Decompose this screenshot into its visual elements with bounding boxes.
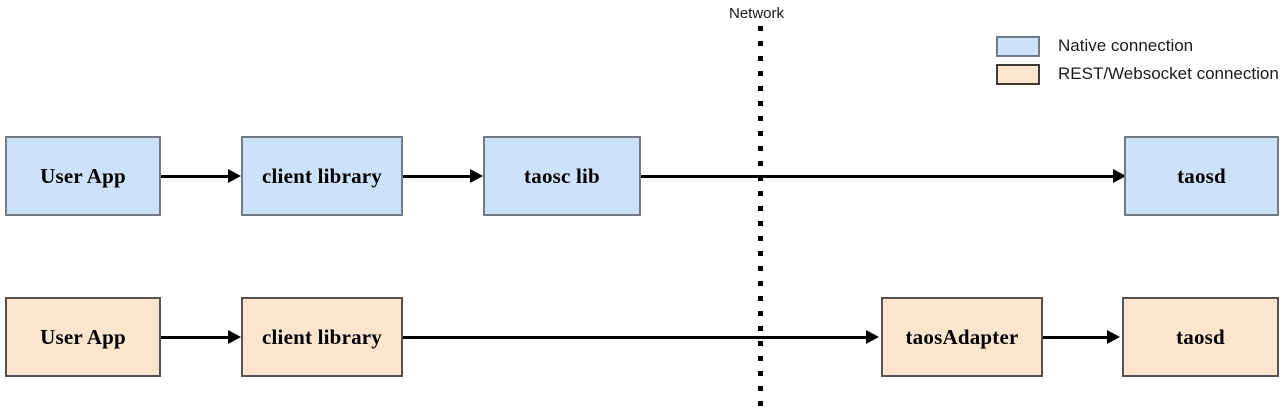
node-rest-user-app[interactable]: User App <box>5 297 161 377</box>
legend-swatch-native-icon <box>996 35 1040 57</box>
node-label: taosAdapter <box>905 324 1019 349</box>
arrowhead-icon <box>1113 169 1126 183</box>
connector-rest-clientlibrary-to-taosadapter <box>403 336 870 339</box>
legend-label-native: Native connection <box>1058 36 1194 55</box>
legend-swatch-rest-icon <box>996 63 1040 85</box>
node-label: client library <box>261 163 383 188</box>
arrowhead-icon <box>228 169 241 183</box>
node-label: client library <box>261 324 383 349</box>
connector-native-taosc-to-taosd <box>641 175 1119 178</box>
legend-item-rest: REST/Websocket connection <box>996 60 1279 88</box>
arrowhead-icon <box>866 330 879 344</box>
legend: Native connection REST/Websocket connect… <box>996 32 1279 88</box>
node-native-taosc-lib[interactable]: taosc lib <box>483 136 641 216</box>
node-native-taosd[interactable]: taosd <box>1124 136 1279 216</box>
node-label: taosd <box>1177 163 1226 188</box>
node-label: taosc lib <box>524 163 600 188</box>
legend-item-native: Native connection <box>996 32 1279 60</box>
node-rest-taosadapter[interactable]: taosAdapter <box>881 297 1043 377</box>
connector-native-clientlibrary-to-taosc <box>403 175 475 178</box>
node-label: User App <box>40 324 126 349</box>
node-label: taosd <box>1176 324 1225 349</box>
node-native-user-app[interactable]: User App <box>5 136 161 216</box>
connector-rest-userapp-to-clientlibrary <box>161 336 233 339</box>
arrowhead-icon <box>470 169 483 183</box>
node-label: User App <box>40 163 126 188</box>
arrowhead-icon <box>228 330 241 344</box>
node-rest-taosd[interactable]: taosd <box>1122 297 1279 377</box>
connector-rest-taosadapter-to-taosd <box>1043 336 1111 339</box>
node-rest-client-library[interactable]: client library <box>241 297 403 377</box>
network-divider-label: Network <box>729 5 785 22</box>
legend-label-rest: REST/Websocket connection <box>1058 64 1279 83</box>
network-divider-line <box>758 26 763 409</box>
node-native-client-library[interactable]: client library <box>241 136 403 216</box>
connector-native-userapp-to-clientlibrary <box>161 175 233 178</box>
arrowhead-icon <box>1107 330 1120 344</box>
